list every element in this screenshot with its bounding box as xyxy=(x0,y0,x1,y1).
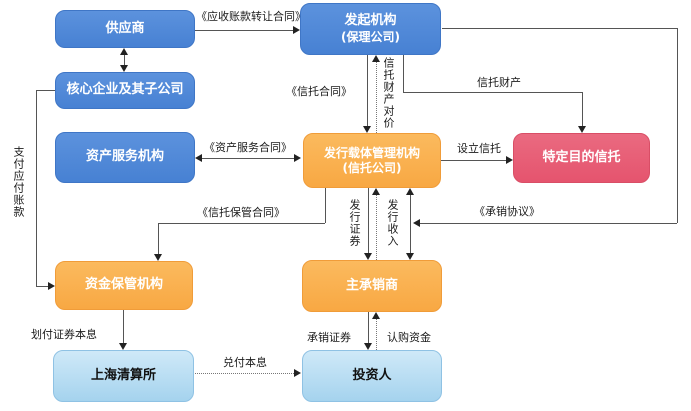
arrowhead-icon xyxy=(578,126,586,133)
arrowhead-icon xyxy=(294,369,301,377)
node-shanghai-clearing[interactable]: 上海清算所 xyxy=(53,350,194,402)
node-issuer-manager-sublabel: (信托公司) xyxy=(342,160,402,175)
label-receivables-transfer-contract: 《应收账款转让合同》 xyxy=(196,10,306,23)
node-shanghai-clearing-label: 上海清算所 xyxy=(90,367,156,383)
node-issuer-manager-label: 发行载体管理机构 xyxy=(323,145,420,160)
edge-custody-contract-line xyxy=(158,223,325,224)
node-investors[interactable]: 投资人 xyxy=(302,350,442,402)
edge-issue-securities-line xyxy=(368,188,369,253)
node-issuer-manager[interactable]: 发行载体管理机构 (信托公司) xyxy=(303,133,441,188)
edge-underwriting-agreement-line xyxy=(420,223,677,224)
arrowhead-icon xyxy=(506,156,513,164)
label-custody-contract: 《信托保管合同》 xyxy=(197,206,285,219)
edge-trust-property-line xyxy=(403,92,582,93)
node-lead-underwriter[interactable]: 主承销商 xyxy=(302,260,442,312)
node-spt[interactable]: 特定目的信托 xyxy=(513,133,650,183)
edge-pay-payables-line xyxy=(36,286,48,287)
label-issue-proceeds: 发行收入 xyxy=(386,199,399,247)
label-asset-service-contract: 《资产服务合同》 xyxy=(204,141,292,154)
node-originator-label: 发起机构 xyxy=(344,13,397,29)
edge-custody-contract-line xyxy=(158,223,159,254)
node-asset-servicer-label: 资产服务机构 xyxy=(85,149,164,165)
node-investors-label: 投资人 xyxy=(352,367,392,383)
arrowhead-icon xyxy=(294,154,301,162)
edge-redeem-principal-line xyxy=(195,373,294,374)
arrowhead-icon xyxy=(406,188,414,195)
label-setup-trust: 设立信托 xyxy=(457,142,501,155)
label-underwrite-securities: 承销证券 xyxy=(307,331,351,344)
edge-transfer-principal-line xyxy=(123,310,124,343)
node-supplier[interactable]: 供应商 xyxy=(55,10,195,48)
edge-custody-contract-line xyxy=(325,188,326,223)
node-lead-underwriter-label: 主承销商 xyxy=(345,277,398,293)
node-fund-custodian[interactable]: 资金保管机构 xyxy=(55,261,193,310)
edge-trust-property-line xyxy=(403,55,404,92)
arrowhead-icon xyxy=(293,26,300,34)
arrowhead-icon xyxy=(364,343,372,350)
edge-underwriting-agreement-line xyxy=(442,28,677,29)
node-spt-label: 特定目的信托 xyxy=(542,149,621,165)
label-trust-contract: 《信托合同》 xyxy=(286,85,352,98)
arrowhead-icon xyxy=(372,55,380,62)
edge-pay-payables-line xyxy=(36,90,55,91)
label-issue-securities: 发行证券 xyxy=(348,199,361,247)
label-redeem-principal-interest: 兑付本息 xyxy=(223,356,267,369)
label-trust-consideration: 信托财产对价 xyxy=(382,57,395,129)
arrowhead-icon xyxy=(372,188,380,195)
label-transfer-principal-interest: 划付证券本息 xyxy=(31,328,97,341)
arrowhead-icon xyxy=(48,282,55,290)
edge-underwriting-link-line xyxy=(410,195,411,253)
arrowhead-icon xyxy=(120,65,128,72)
label-pay-payables: 支付应付账款 xyxy=(12,146,25,218)
edge-asset-service-line xyxy=(202,158,294,159)
arrowhead-icon xyxy=(154,254,162,261)
edge-trust-contract-line xyxy=(367,55,368,126)
label-trust-property: 信托财产 xyxy=(477,76,521,89)
arrowhead-icon xyxy=(413,219,420,227)
edge-trust-consideration-line xyxy=(376,62,377,133)
node-originator[interactable]: 发起机构 (保理公司) xyxy=(300,3,441,55)
arrowhead-icon xyxy=(372,312,380,319)
edge-receivables-transfer-line xyxy=(195,30,293,31)
edge-subscription-funds-line xyxy=(376,319,377,350)
edge-issue-proceeds-line xyxy=(376,195,377,260)
arrowhead-icon xyxy=(364,253,372,260)
node-originator-sublabel: (保理公司) xyxy=(341,29,400,44)
arrowhead-icon xyxy=(363,126,371,133)
node-core-enterprise[interactable]: 核心企业及其子公司 xyxy=(55,72,195,109)
node-core-enterprise-label: 核心企业及其子公司 xyxy=(66,82,184,98)
edge-pay-payables-line xyxy=(36,90,37,286)
arrowhead-icon xyxy=(406,253,414,260)
label-underwriting-agreement: 《承销协议》 xyxy=(474,205,540,218)
edge-trust-property-line xyxy=(582,92,583,126)
edge-underwriting-agreement-line xyxy=(677,28,678,223)
node-fund-custodian-label: 资金保管机构 xyxy=(84,277,163,293)
node-asset-servicer[interactable]: 资产服务机构 xyxy=(55,132,195,183)
edge-setup-trust-line xyxy=(441,160,506,161)
label-subscription-funds: 认购资金 xyxy=(387,331,431,344)
edge-supplier-core-line xyxy=(124,54,125,66)
arrowhead-icon xyxy=(195,154,202,162)
edge-underwrite-securities-line xyxy=(368,312,369,343)
arrowhead-icon xyxy=(119,343,127,350)
node-supplier-label: 供应商 xyxy=(105,20,145,36)
arrowhead-icon xyxy=(120,48,128,55)
